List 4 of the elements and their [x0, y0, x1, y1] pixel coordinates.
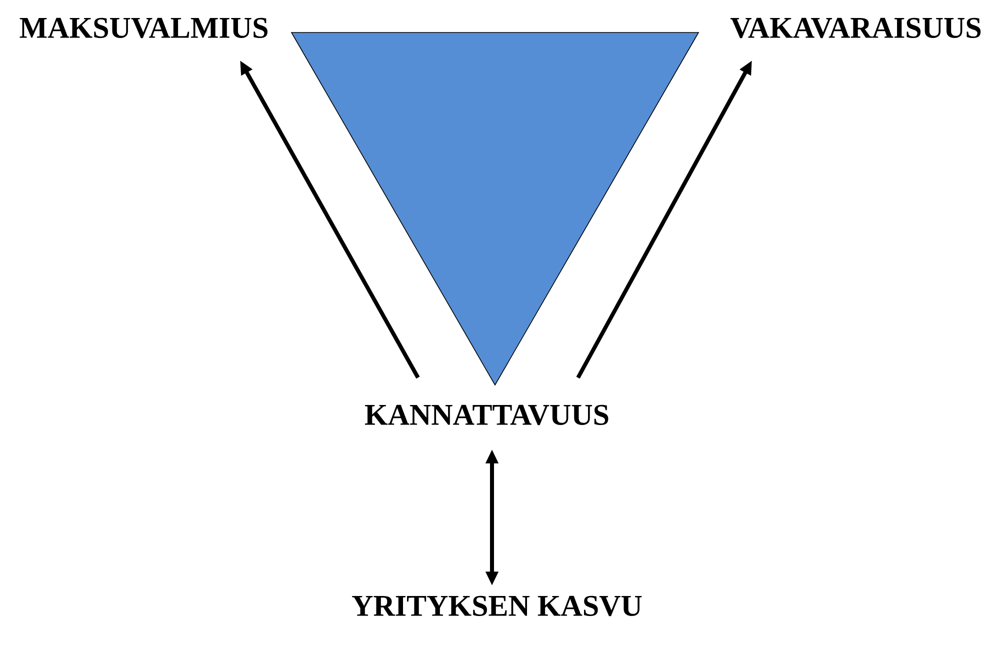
node-label: YRITYKSEN KASVU: [352, 596, 642, 616]
node-label: MAKSUVALMIUS: [20, 18, 268, 38]
node-label: KANNATTAVUUS: [365, 404, 608, 426]
node-label: VAKAVARAISUUS: [730, 18, 981, 38]
